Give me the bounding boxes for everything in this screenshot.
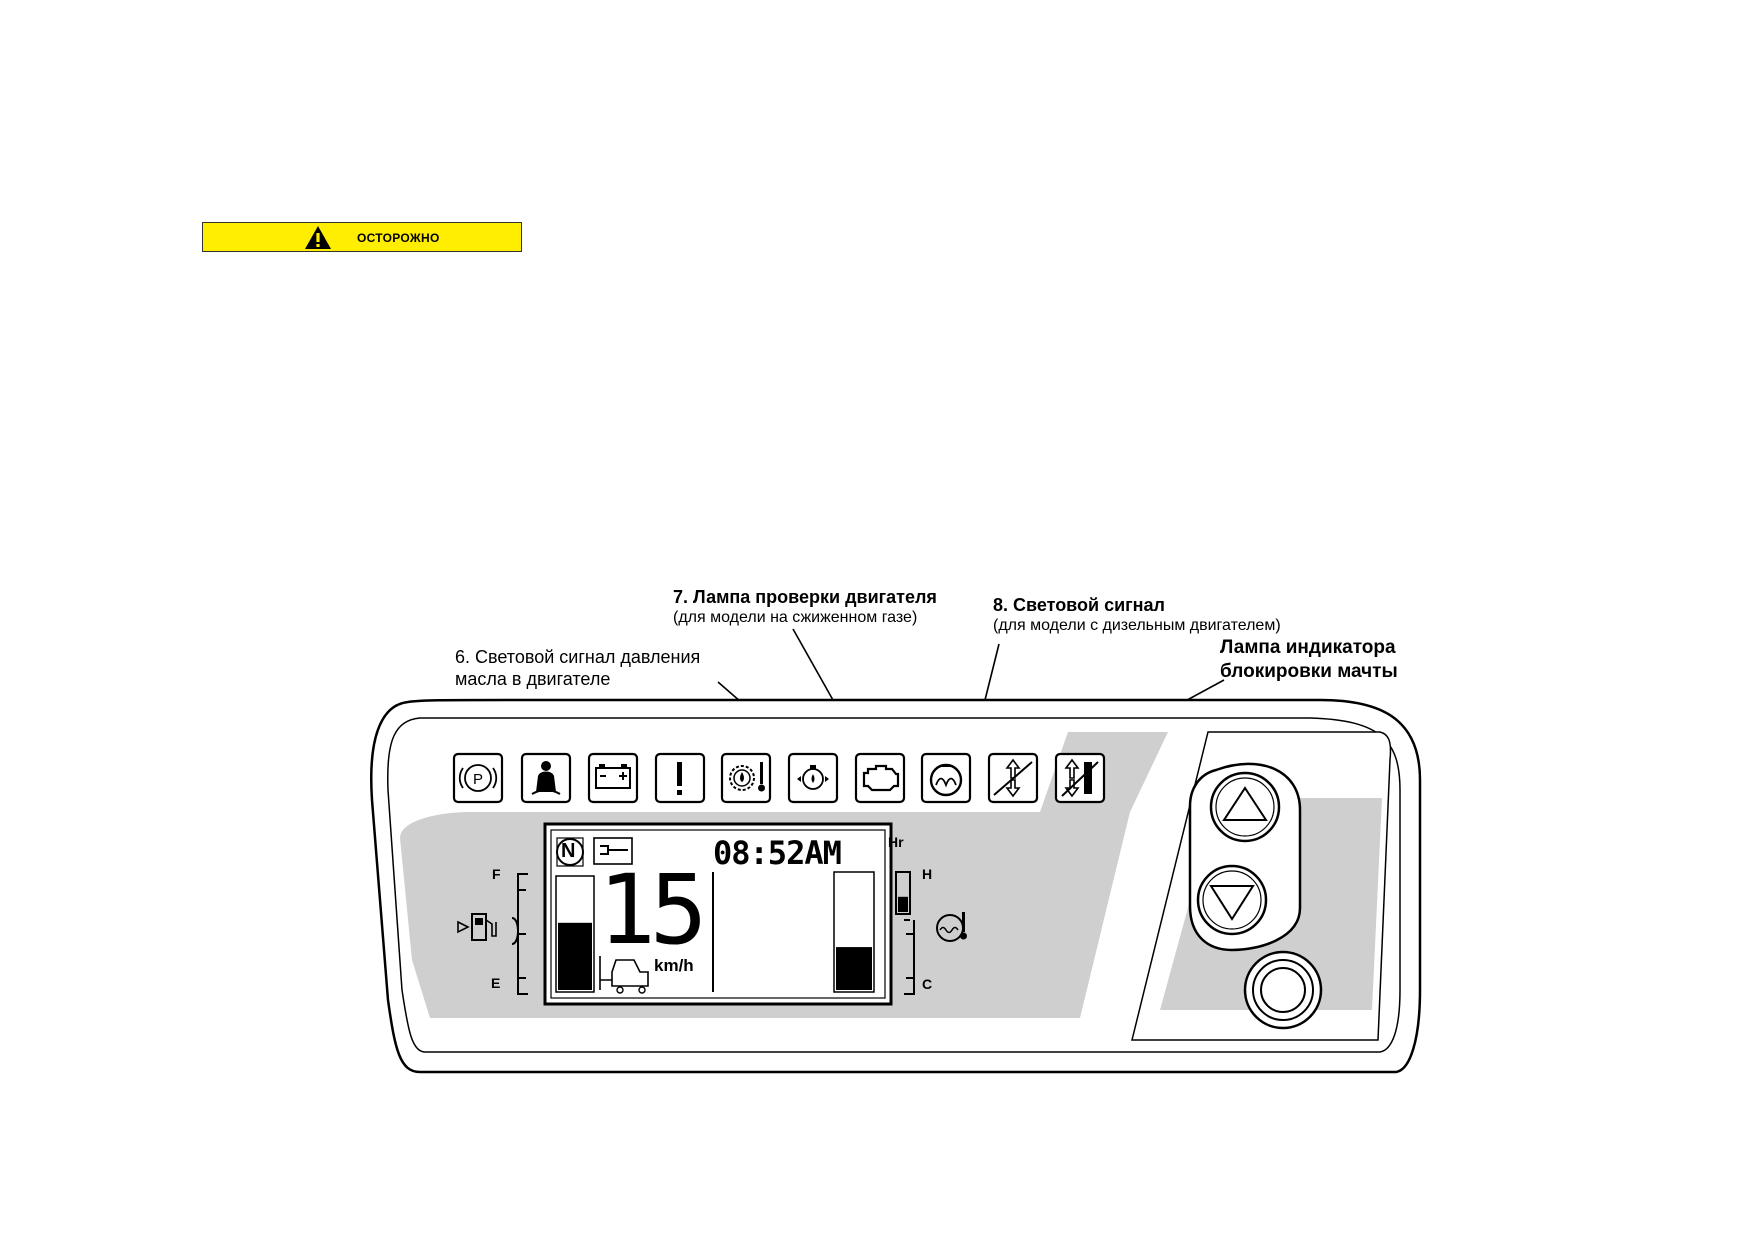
fuel-pump-icon	[457, 913, 497, 941]
right-bar-frame	[833, 871, 875, 993]
engine-oil-pressure-icon	[787, 752, 839, 804]
svg-text:P: P	[473, 771, 483, 788]
temp-gauge	[895, 871, 915, 995]
check-engine-icon	[854, 752, 906, 804]
mast-lock-icon	[1054, 752, 1106, 804]
fuel-empty-label: E	[491, 975, 501, 991]
right-bar-fill	[836, 947, 872, 990]
callout-glow-plug-line1: 8. Световой сигнал	[993, 595, 1165, 615]
callout-glow-plug: 8. Световой сигнал (для модели с дизельн…	[993, 594, 1281, 636]
caution-label: ОСТОРОЖНО	[357, 231, 440, 245]
callout-oil-pressure-line1: 6. Световой сигнал давления	[455, 647, 701, 667]
callout-mast-lock-line2: блокировки мачты	[1220, 661, 1398, 682]
parking-brake-icon: P	[452, 752, 504, 804]
battery-icon	[587, 752, 639, 804]
fuel-gauge	[511, 873, 528, 995]
service-wrench-icon	[593, 837, 633, 865]
callout-mast-lock-line1: Лампа индикатора	[1220, 637, 1396, 658]
down-arrow-button[interactable]	[1196, 864, 1268, 936]
callout-oil-pressure-line2: масла в двигателе	[455, 669, 611, 689]
clock-readout: 08:52AM	[713, 834, 842, 872]
glow-plug-icon	[920, 752, 972, 804]
fuel-bar-fill	[558, 922, 592, 990]
hour-unit-label: Hr	[888, 834, 904, 850]
callout-check-engine-line1: 7. Лампа проверки двигателя	[673, 587, 937, 607]
callout-glow-plug-line2: (для модели с дизельным двигателем)	[993, 617, 1281, 634]
coolant-temp-icon	[936, 912, 967, 942]
warning-lamps-row: P	[452, 752, 1106, 804]
gray-band-top	[470, 732, 1168, 812]
general-warning-icon	[654, 752, 706, 804]
fuel-bar-frame	[555, 875, 595, 993]
callout-check-engine-line2: (для модели на сжиженном газе)	[673, 609, 918, 626]
forklift-icon	[599, 956, 649, 994]
up-arrow-button[interactable]	[1209, 771, 1281, 843]
warning-triangle-icon	[305, 226, 331, 249]
speed-readout: 15	[598, 854, 708, 966]
lcd-display	[543, 822, 893, 1006]
caution-banner: ОСТОРОЖНО	[202, 222, 522, 252]
mast-tilt-icon	[987, 752, 1039, 804]
callout-check-engine: 7. Лампа проверки двигателя (для модели …	[673, 586, 937, 628]
callout-mast-lock: Лампа индикатора блокировки мачты	[1220, 636, 1398, 684]
round-select-button[interactable]	[1243, 950, 1323, 1030]
temp-cold-label: C	[922, 976, 933, 992]
callout-oil-pressure: 6. Световой сигнал давления масла в двиг…	[455, 646, 700, 690]
temp-hot-label: H	[922, 866, 933, 882]
speed-unit-label: km/h	[654, 956, 694, 975]
fuel-full-label: F	[492, 866, 501, 882]
transmission-oil-temp-icon	[720, 752, 772, 804]
gear-indicator: N	[561, 840, 576, 862]
seat-belt-icon	[520, 752, 572, 804]
